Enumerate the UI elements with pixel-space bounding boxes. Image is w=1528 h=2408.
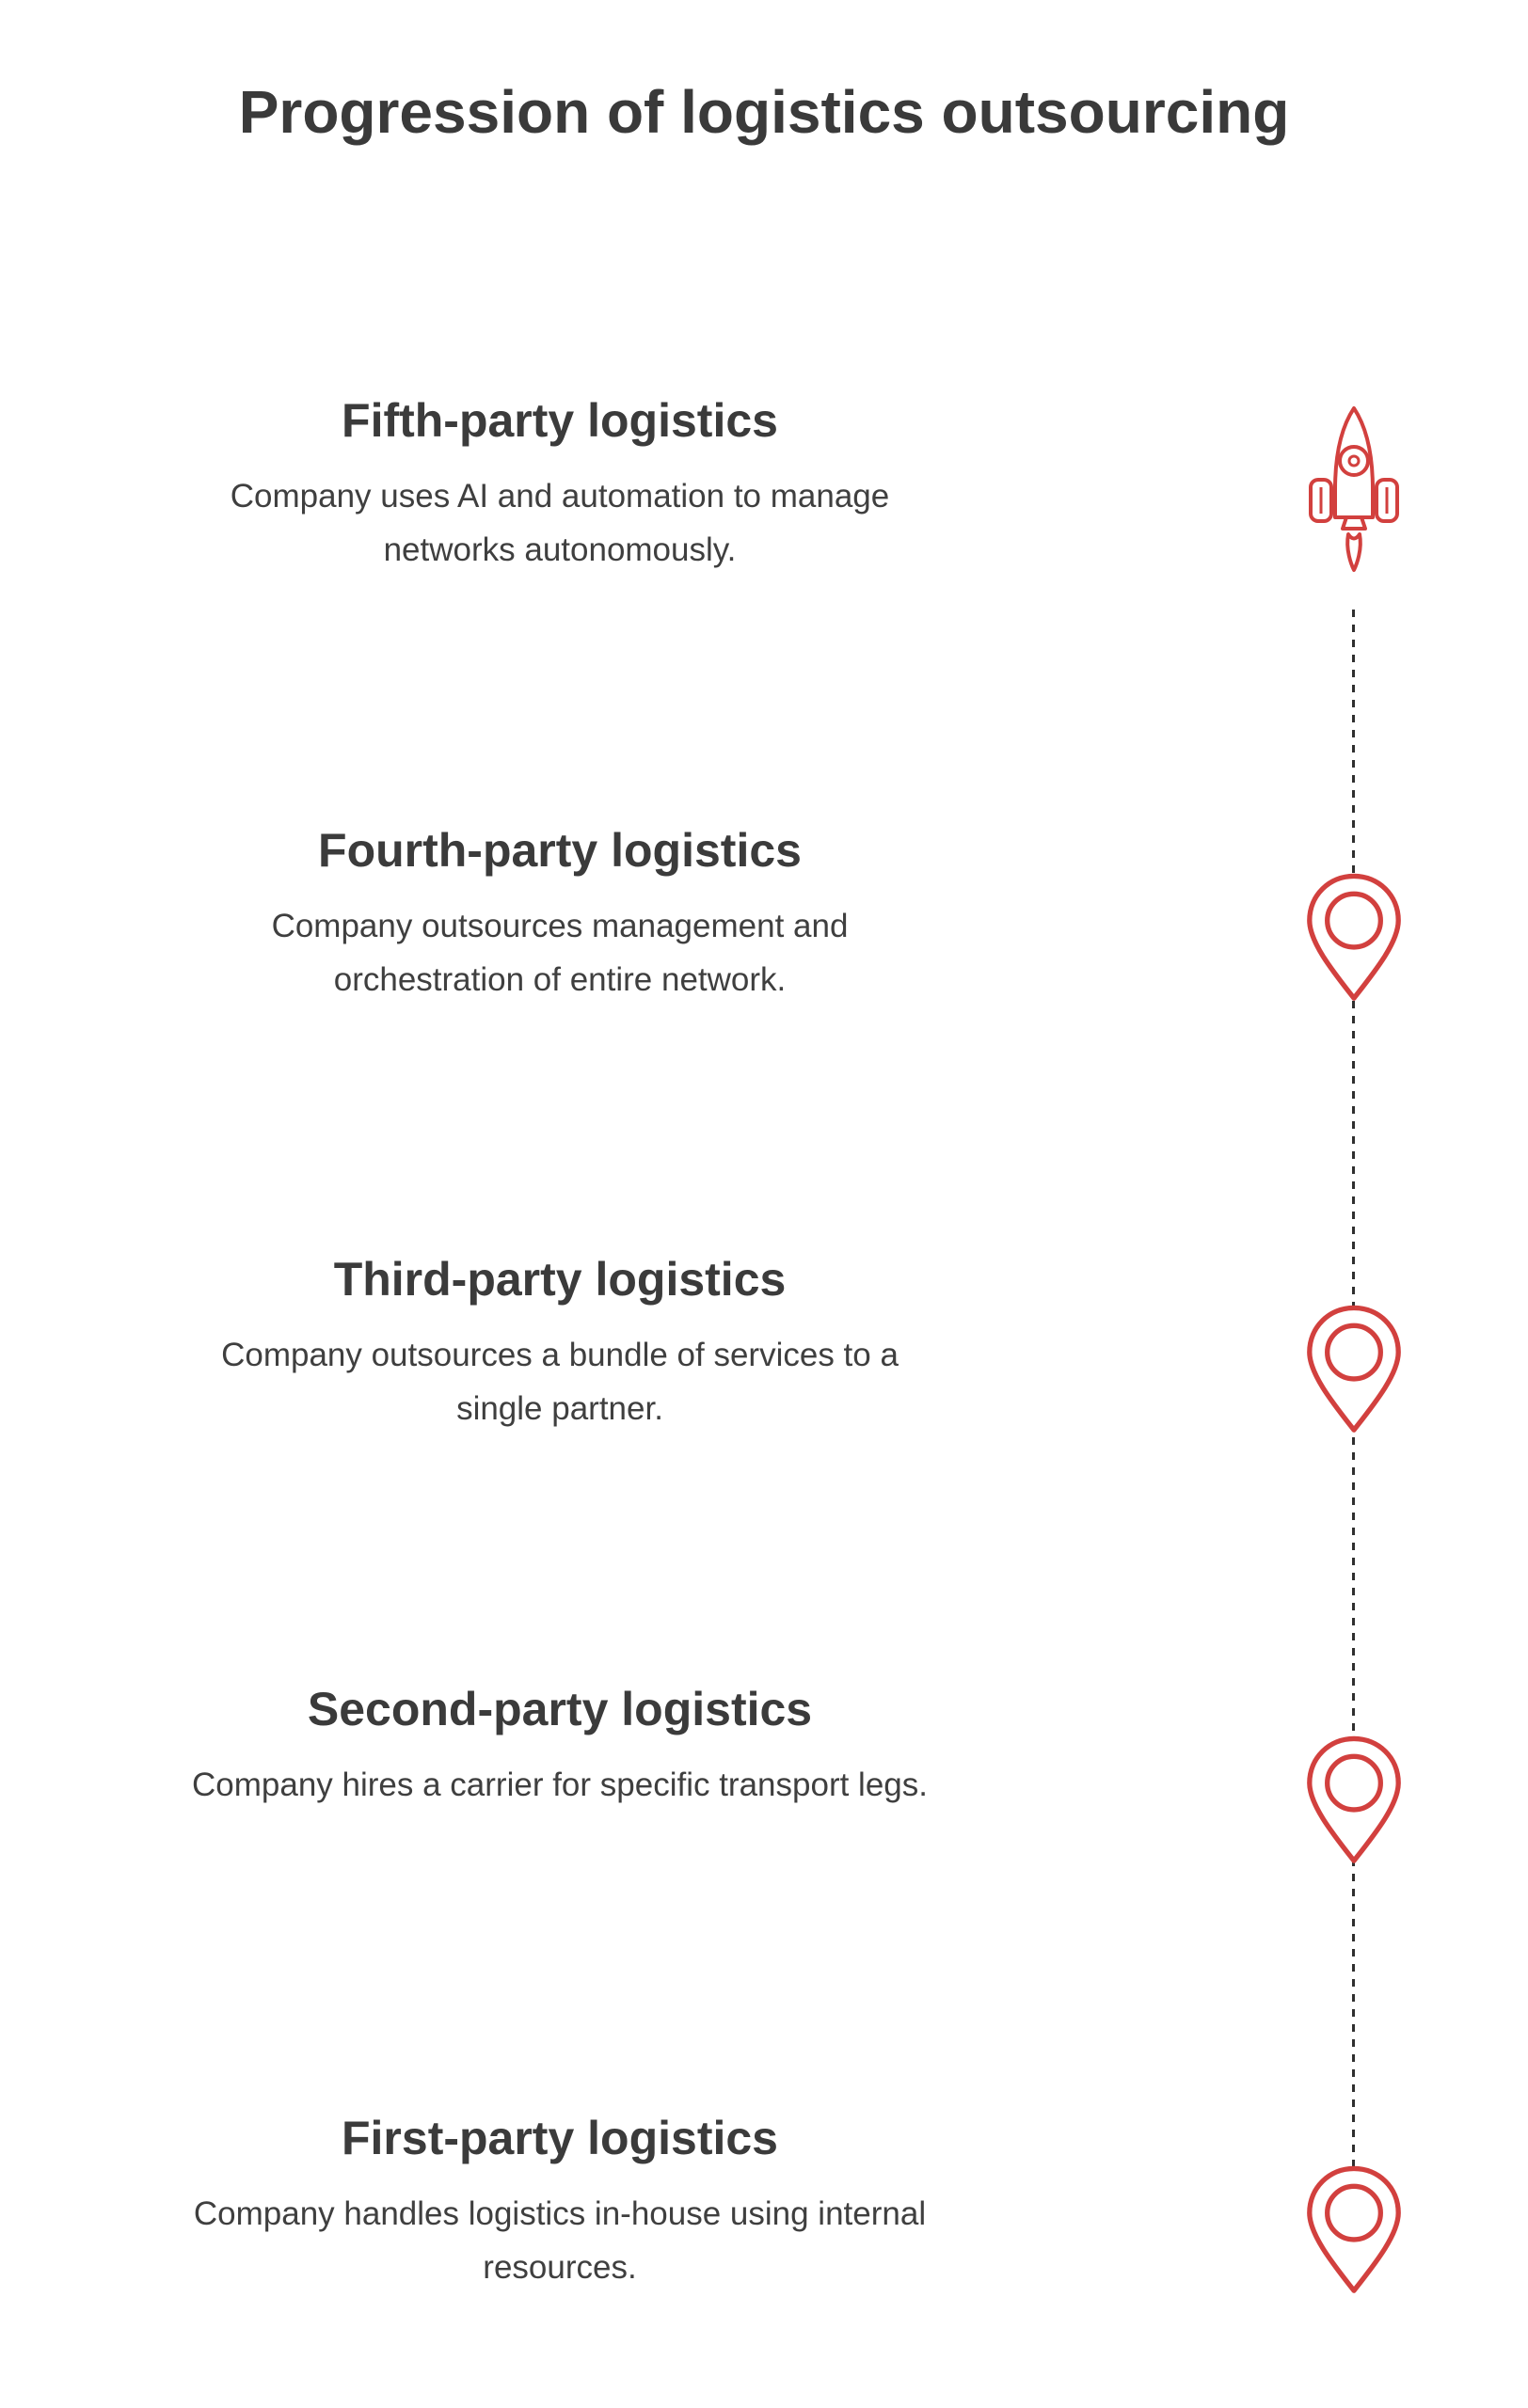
map-pin-icon	[1298, 2162, 1409, 2299]
rocket-icon	[1307, 403, 1401, 591]
stage-title: Fifth-party logistics	[342, 394, 778, 447]
stage-fourth-party: Fourth-party logistics Company outsource…	[56, 823, 1063, 1006]
stage-title: Third-party logistics	[333, 1253, 787, 1306]
stage-title: Fourth-party logistics	[318, 824, 802, 877]
stage-first-party: First-party logistics Company handles lo…	[56, 2111, 1063, 2294]
stage-third-party: Third-party logistics Company outsources…	[56, 1252, 1063, 1435]
map-pin-icon	[1298, 1733, 1409, 1869]
map-pin-icon	[1298, 1302, 1409, 1438]
stage-description: Company uses AI and automation to manage…	[230, 478, 890, 568]
map-pin-icon	[1298, 870, 1409, 1006]
stage-second-party: Second-party logistics Company hires a c…	[56, 1682, 1063, 1813]
stage-description: Company hires a carrier for specific tra…	[192, 1766, 928, 1803]
stage-description: Company handles logistics in-house using…	[193, 2195, 927, 2286]
stage-description: Company outsources a bundle of services …	[221, 1337, 899, 1427]
stage-title: Second-party logistics	[307, 1683, 813, 1735]
stage-title: First-party logistics	[342, 2112, 778, 2164]
page-title: Progression of logistics outsourcing	[238, 78, 1290, 146]
stage-description: Company outsources management and orches…	[271, 908, 849, 998]
stage-fifth-party: Fifth-party logistics Company uses AI an…	[56, 393, 1063, 577]
